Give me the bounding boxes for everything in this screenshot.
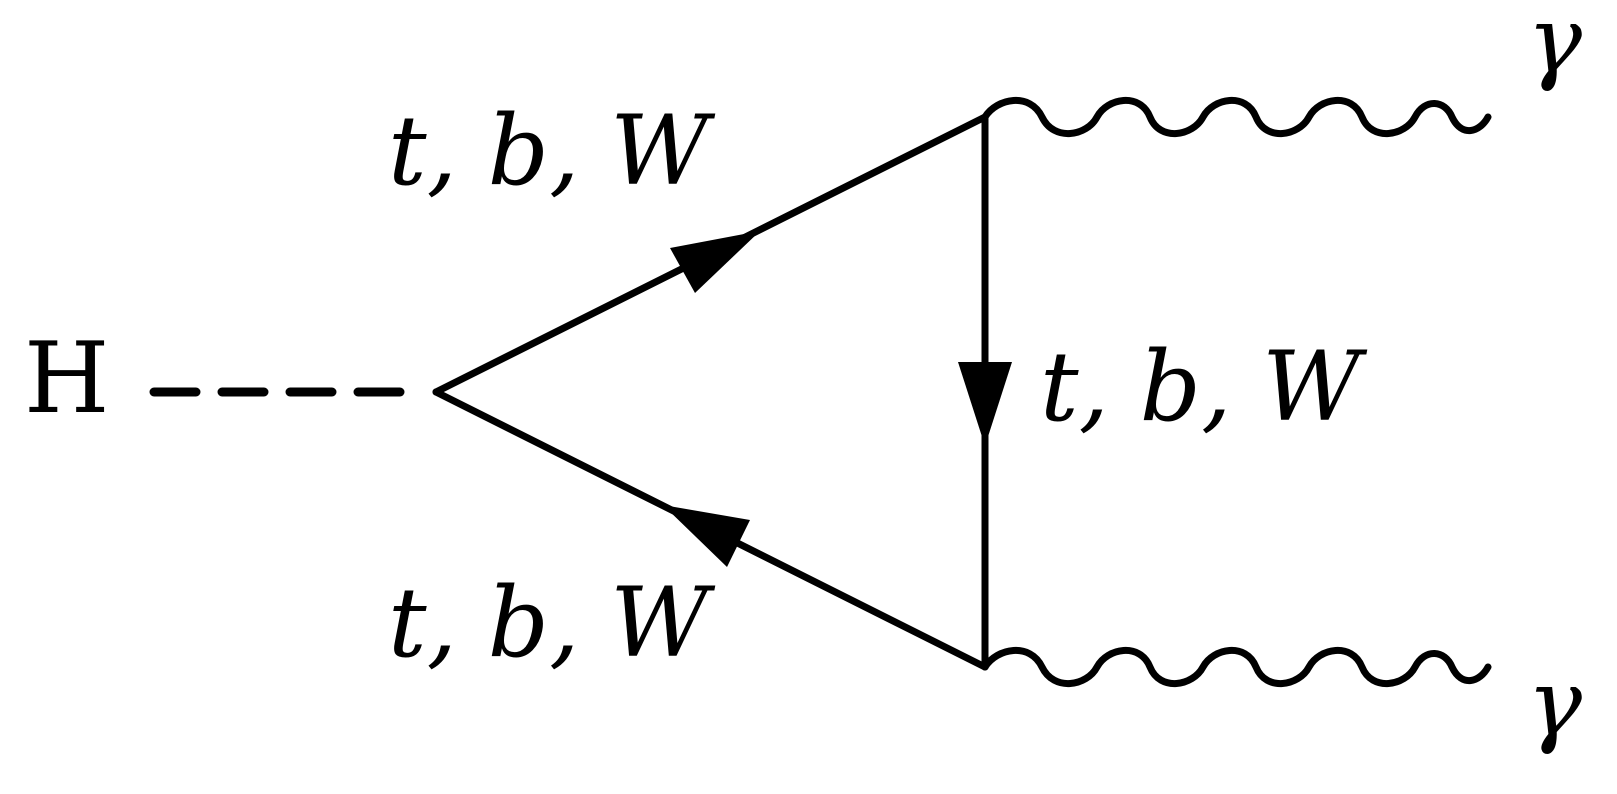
lower-arrow-icon: [663, 505, 750, 567]
higgs-label: H: [24, 322, 109, 436]
upper-photon-label: γ: [1527, 0, 1583, 94]
upper-propagator-label: t, b, W: [388, 95, 716, 207]
lower-photon-line: [981, 647, 1492, 687]
right-propagator-label: t, b, W: [1040, 331, 1368, 443]
right-arrow-icon: [958, 362, 1012, 446]
upper-photon-line: [981, 97, 1492, 137]
lower-propagator-label: t, b, W: [388, 567, 716, 679]
lower-photon-label: γ: [1527, 650, 1583, 757]
upper-arrow-icon: [670, 231, 760, 293]
